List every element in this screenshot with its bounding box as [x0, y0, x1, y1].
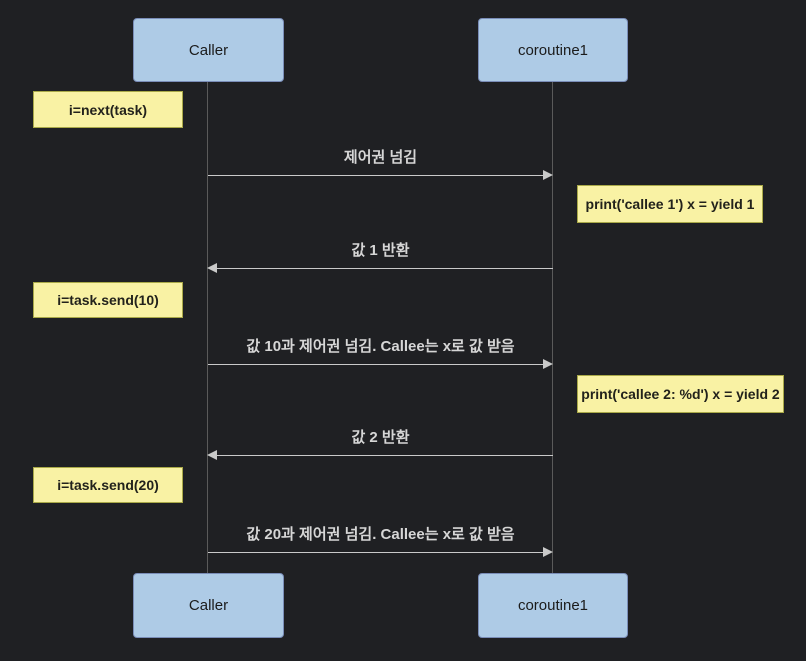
message-label-1: 제어권 넘김 — [343, 149, 418, 166]
message-line-3 — [208, 364, 544, 365]
message-label-3: 값 10과 제어권 넘김. Callee는 x로 값 받음 — [246, 338, 515, 355]
actor-box-caller-bottom: Caller — [133, 573, 284, 638]
note-next-task: i=next(task) — [33, 91, 183, 128]
arrowhead-right-icon — [543, 547, 553, 557]
message-line-5 — [208, 552, 544, 553]
message-label-4: 값 2 반환 — [351, 429, 410, 446]
lifeline-caller — [207, 82, 208, 573]
actor-box-coroutine1-top: coroutine1 — [478, 18, 628, 82]
arrowhead-right-icon — [543, 170, 553, 180]
note-task-send-10: i=task.send(10) — [33, 282, 183, 318]
message-label-2: 값 1 반환 — [351, 242, 410, 259]
message-line-1 — [208, 175, 544, 176]
message-line-4 — [217, 455, 553, 456]
lifeline-coroutine1 — [552, 82, 553, 573]
actor-box-caller-top: Caller — [133, 18, 284, 82]
actor-box-coroutine1-bottom: coroutine1 — [478, 573, 628, 638]
arrowhead-left-icon — [207, 263, 217, 273]
note-callee-1: print('callee 1') x = yield 1 — [577, 185, 763, 223]
arrowhead-right-icon — [543, 359, 553, 369]
arrowhead-left-icon — [207, 450, 217, 460]
note-callee-2: print('callee 2: %d') x = yield 2 — [577, 375, 784, 413]
message-line-2 — [217, 268, 553, 269]
message-label-5: 값 20과 제어권 넘김. Callee는 x로 값 받음 — [246, 526, 515, 543]
note-task-send-20: i=task.send(20) — [33, 467, 183, 503]
